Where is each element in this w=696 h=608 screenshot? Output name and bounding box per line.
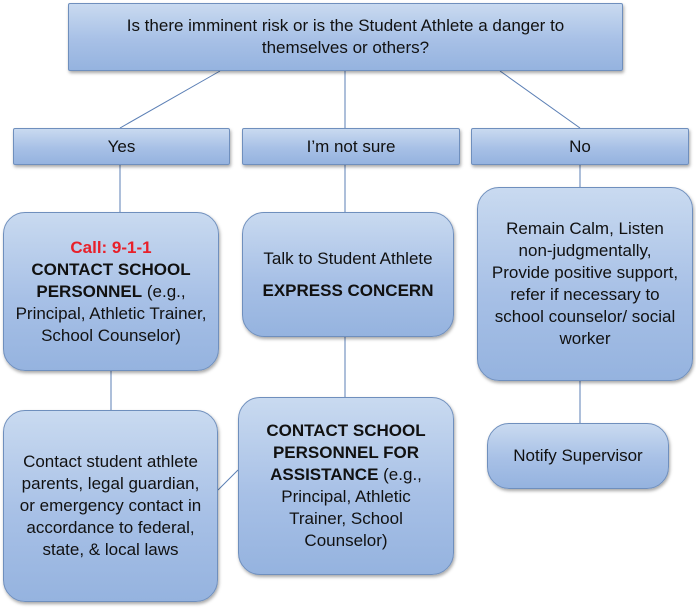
connector-question-no [499,70,581,129]
contact-assistance-examples: (e.g., Principal, Athletic Trainer, Scho… [281,465,422,550]
remain-calm-text: Remain Calm, Listen non-judgmentally, Pr… [491,219,679,348]
call-911-box: Call: 9-1-1 CONTACT SCHOOL PERSONNEL (e.… [3,212,219,371]
connector-question-yes [119,70,221,129]
contact-personnel-examples: (e.g., Principal, Athletic Trainer, Scho… [15,281,207,345]
question-line-1: Is there imminent risk or is the Student… [126,16,565,35]
call-911-text: Call: 9-1-1 [70,237,152,257]
contact-assistance-text: CONTACT SCHOOL PERSONNEL FOR ASSISTANCE … [251,420,441,552]
connector-assistance-parents [217,469,239,491]
contact-personnel-bold: CONTACT SCHOOL PERSONNEL [31,259,191,301]
contact-parents-box: Contact student athlete parents, legal g… [3,410,218,602]
option-not-sure-label: I’m not sure [306,136,396,156]
notify-supervisor-text: Notify Supervisor [513,446,643,465]
talk-to-athlete-box: Talk to Student Athlete EXPRESS CONCERN [242,212,454,337]
talk-to-athlete-text: Talk to Student Athlete [263,248,433,268]
express-concern-text: EXPRESS CONCERN [262,280,434,300]
remain-calm-box: Remain Calm, Listen non-judgmentally, Pr… [477,187,693,381]
option-yes-box: Yes [13,128,230,165]
option-yes-label: Yes [107,136,136,156]
contact-assistance-box: CONTACT SCHOOL PERSONNEL FOR ASSISTANCE … [238,397,454,575]
question-line-2: themselves or others? [261,38,430,57]
contact-assistance-bold: CONTACT SCHOOL PERSONNEL FOR ASSISTANCE [266,421,426,484]
notify-supervisor-box: Notify Supervisor [487,423,669,489]
contact-personnel-text: CONTACT SCHOOL PERSONNEL (e.g., Principa… [14,259,208,347]
option-no-box: No [471,128,689,165]
contact-parents-text: Contact student athlete parents, legal g… [19,452,202,559]
option-not-sure-box: I’m not sure [242,128,460,165]
option-no-label: No [569,136,591,156]
question-box: Is there imminent risk or is the Student… [68,3,623,71]
